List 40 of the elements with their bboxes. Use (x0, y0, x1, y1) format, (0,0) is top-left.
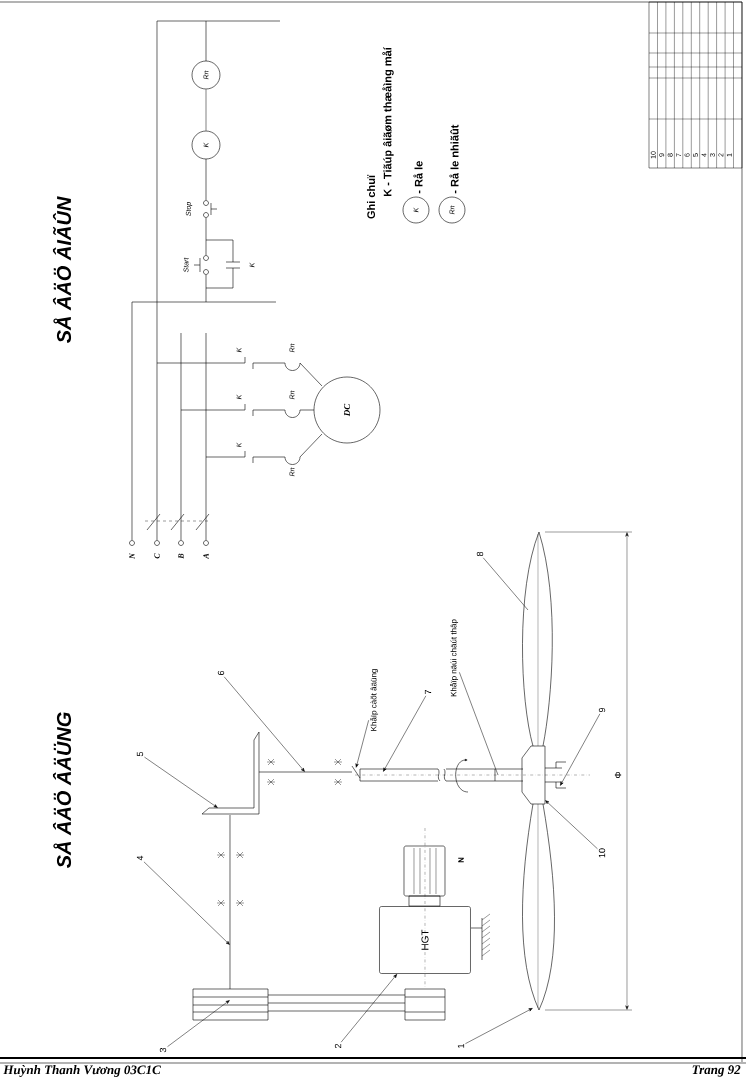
callout-number: 5 (136, 751, 144, 757)
callout-number: 10 (598, 848, 606, 858)
leader-line (144, 756, 218, 808)
leader-line (340, 974, 398, 1043)
note-heading: Ghi chuï (366, 174, 376, 219)
callout-number: 6 (217, 670, 225, 676)
leader-line (223, 676, 305, 772)
callout-number: 8 (476, 551, 484, 557)
section-heading: SÅ ÂÄÖ ÂÄÜNG (52, 712, 72, 869)
terminal-label: B (178, 553, 184, 559)
callout-number: 2 (334, 1043, 342, 1049)
page-number: Trang 92 (692, 1065, 741, 1077)
coupling-label: Khåïp càõt âäüng (369, 669, 379, 731)
leader-line (483, 557, 529, 611)
leader-line (355, 720, 369, 768)
terminal-label: N (129, 552, 135, 559)
leader-line (465, 1008, 533, 1044)
section-heading: SÅ ÂÄÖ ÂIÃÛN (52, 196, 72, 344)
note-text: K - Tiãúp âiãøm thæåìng måí (382, 46, 394, 197)
coupling-label: Khåïp näúi chäút thâp (449, 619, 459, 697)
callout-number: 9 (598, 707, 606, 713)
terminal-label: C (154, 553, 160, 559)
leader-line (383, 695, 427, 772)
leader-line (167, 1000, 230, 1047)
diameter-label: Φ (614, 771, 622, 779)
motor-label: N (458, 857, 464, 863)
leader-line (560, 713, 601, 786)
leader-line (459, 672, 499, 776)
leader-line (143, 861, 230, 945)
author-footer: Huỳnh Thanh Vương 03C1C (3, 1065, 161, 1077)
wire (205, 89, 207, 131)
terminal-label: A (203, 553, 209, 560)
gearbox-box: HGT (379, 906, 471, 974)
legend-text: - Rå le nhiãût (449, 124, 459, 194)
callout-number: 4 (136, 855, 144, 861)
callout-number: 3 (159, 1047, 167, 1053)
callout-number: 7 (424, 689, 432, 695)
leader-line (545, 800, 598, 850)
legend-text: - Rå le (413, 161, 423, 194)
callout-number: 1 (457, 1043, 465, 1048)
